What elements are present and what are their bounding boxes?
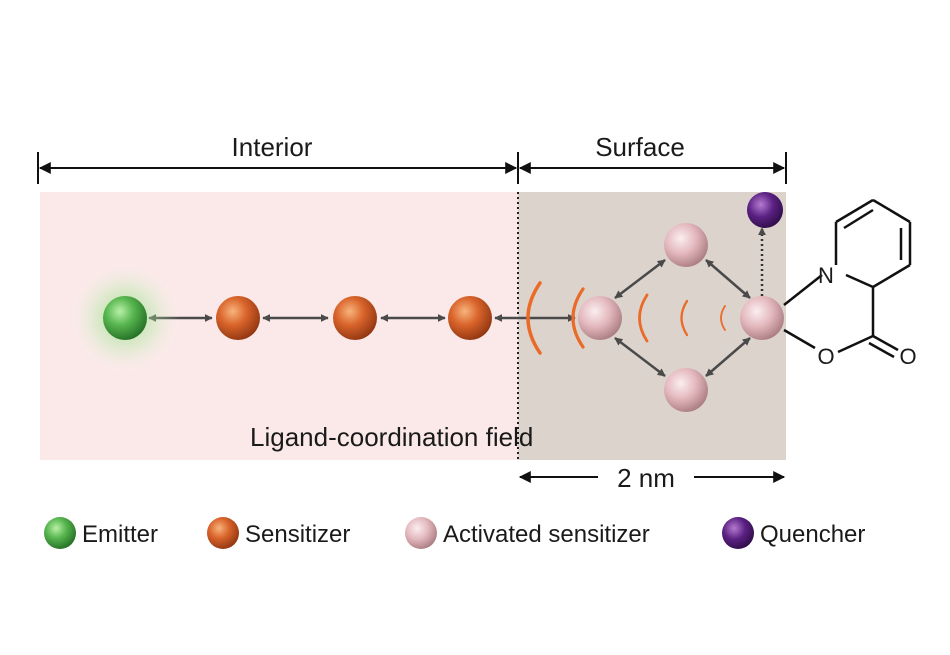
sensitizer-ion <box>216 296 260 340</box>
legend-item-activated-sensitizer: Activated sensitizer <box>405 517 650 549</box>
ligand-oxygen-single-atom: O <box>817 344 834 369</box>
activated-sensitizer-ion <box>740 296 784 340</box>
legend-emitter-label: Emitter <box>82 521 158 548</box>
legend-item-sensitizer: Sensitizer <box>207 517 350 549</box>
sensitizer-ion <box>333 296 377 340</box>
surface-transfer-arrows <box>614 259 751 377</box>
emitter-ion <box>103 296 147 340</box>
legend-item-quencher: Quencher <box>722 517 865 549</box>
activated-sensitizer-ion <box>664 223 708 267</box>
legend-emitter-swatch <box>44 517 76 549</box>
quencher-molecule <box>747 192 783 228</box>
ligand-oxygen-double-atom: O <box>899 344 916 369</box>
ligand-field-label: Ligand-coordination field <box>250 422 533 452</box>
activated-sensitizer-ion <box>664 368 708 412</box>
legend-quencher-swatch <box>722 517 754 549</box>
legend-sensitizer-swatch <box>207 517 239 549</box>
legend: Emitter Sensitizer Activated sensitizer … <box>44 517 865 549</box>
scale-bar-label: 2 nm <box>617 463 675 493</box>
surface-region <box>518 192 786 460</box>
ligand-nitrogen-atom: N <box>818 263 834 288</box>
legend-sensitizer-label: Sensitizer <box>245 521 350 548</box>
interior-label: Interior <box>232 132 313 162</box>
picolinate-ligand <box>783 198 912 359</box>
legend-item-emitter: Emitter <box>44 517 158 549</box>
sensitizer-ion <box>448 296 492 340</box>
interior-dimension-bar <box>37 152 519 184</box>
ligand-field-waves <box>526 281 726 355</box>
surface-label: Surface <box>595 132 685 162</box>
legend-quencher-label: Quencher <box>760 521 865 548</box>
surface-dimension-bar <box>518 152 787 184</box>
legend-activated-sensitizer-label: Activated sensitizer <box>443 521 650 548</box>
legend-activated-sensitizer-swatch <box>405 517 437 549</box>
activated-sensitizer-ion <box>578 296 622 340</box>
